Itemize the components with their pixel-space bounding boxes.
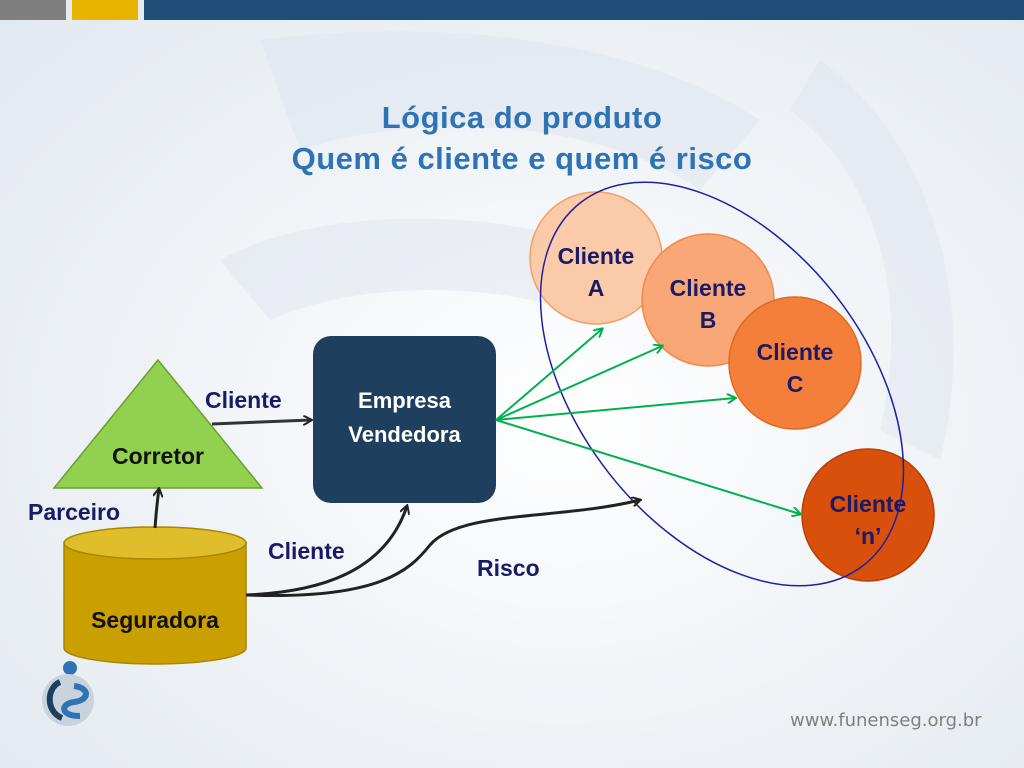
empresa-label-line1: Empresa bbox=[358, 388, 451, 413]
top-bar-yellow-block bbox=[72, 0, 138, 20]
footer-url: www.funenseg.org.br bbox=[790, 710, 982, 731]
cliente-b-label: Cliente B bbox=[642, 272, 774, 336]
cliente-n-line2: ‘n’ bbox=[854, 523, 882, 549]
arrow-to-cliente-a bbox=[495, 329, 602, 421]
cliente-c-line2: C bbox=[786, 371, 804, 397]
top-bar bbox=[0, 0, 1024, 24]
cliente-c-label: Cliente C bbox=[729, 336, 861, 400]
top-bar-blue-band bbox=[144, 0, 1024, 20]
empresa-label-line2: Vendedora bbox=[348, 422, 461, 447]
top-bar-gray-block bbox=[0, 0, 66, 20]
clients-group-ellipse bbox=[539, 181, 905, 587]
cliente-b-line2: B bbox=[699, 307, 717, 333]
edge-label-risco: Risco bbox=[477, 555, 540, 581]
arrow-to-cliente-b bbox=[495, 346, 662, 421]
empresa-vendedora-label: Empresa Vendedora bbox=[313, 384, 496, 452]
cliente-a-line1: Cliente bbox=[557, 243, 635, 269]
seguradora-label: Seguradora bbox=[91, 607, 219, 633]
arrow-to-cliente-c bbox=[495, 398, 735, 421]
cliente-c-circle bbox=[728, 296, 862, 430]
funenseg-logo bbox=[42, 661, 94, 726]
corretor-label: Corretor bbox=[111, 443, 204, 469]
empresa-vendedora-box bbox=[313, 336, 496, 503]
edge-label-cliente-seguradora: Cliente bbox=[268, 538, 345, 564]
cliente-c-line1: Cliente bbox=[756, 339, 834, 365]
cliente-a-line2: A bbox=[587, 275, 605, 301]
arrow-corretor-to-empresa bbox=[211, 420, 311, 426]
edge-label-cliente-corretor: Cliente bbox=[205, 387, 282, 413]
cliente-n-line1: Cliente bbox=[829, 491, 907, 517]
edge-label-parceiro: Parceiro bbox=[28, 499, 121, 525]
slide-subtitle: Quem é cliente e quem é risco bbox=[291, 141, 753, 176]
arrow-to-cliente-n bbox=[495, 419, 800, 514]
arrow-seguradora-risco bbox=[245, 500, 640, 598]
cliente-b-line1: Cliente bbox=[669, 275, 747, 301]
seguradora-cylinder-top bbox=[63, 526, 247, 560]
seguradora-cylinder-body bbox=[63, 542, 247, 665]
cliente-n-label: Cliente ‘n’ bbox=[802, 488, 934, 552]
arrow-seguradora-to-empresa bbox=[245, 506, 407, 597]
arrow-seguradora-to-corretor bbox=[155, 489, 159, 529]
cliente-a-label: Cliente A bbox=[530, 240, 662, 304]
slide-title: Lógica do produto bbox=[381, 100, 663, 135]
